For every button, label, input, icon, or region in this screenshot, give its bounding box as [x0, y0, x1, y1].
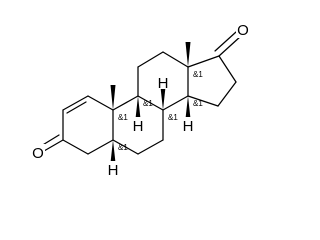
- stereo-label-c5: &1: [118, 143, 128, 152]
- steroid-structure: O O H H H H &1 &1 &1 &1 &1 &1: [31, 21, 250, 179]
- stereo-label-c9: &1: [143, 99, 153, 108]
- bond-c4-c5: [87, 139, 114, 155]
- wedge-c10-methyl: [110, 85, 116, 110]
- wedge-h9: [135, 96, 141, 117]
- bond-c12-c13: [162, 51, 189, 68]
- stereo-label-c14: &1: [193, 99, 203, 108]
- bond-c17-c16: [218, 55, 237, 83]
- bond-c6-c5: [112, 139, 139, 155]
- wedge-h14: [185, 96, 191, 117]
- bond-c17-o: [218, 35, 242, 57]
- bond-c15-c14: [187, 95, 219, 107]
- wedge-h5: [110, 140, 116, 161]
- bond-c1-c2: [62, 95, 89, 111]
- bond-c10-c1: [87, 95, 114, 111]
- stereo-label-c10: &1: [118, 113, 128, 122]
- wedge-c13-methyl: [185, 42, 191, 67]
- hydrogen-c5: H: [108, 162, 119, 179]
- bond-c11-c12: [137, 51, 164, 68]
- bond-c13-c17: [187, 55, 220, 68]
- wedge-h8: [160, 89, 166, 110]
- bond-c17-o-double: [214, 31, 237, 52]
- stereo-label-c13: &1: [193, 70, 203, 79]
- bond-c3-c4: [62, 139, 89, 155]
- bond-c7-c6: [137, 139, 164, 155]
- atom-o-c3: O: [32, 145, 44, 162]
- bond-c1-c2-double: [66, 101, 87, 114]
- stereo-label-c8: &1: [168, 113, 178, 122]
- bond-c16-c15: [217, 81, 237, 107]
- hydrogen-c8: H: [158, 75, 169, 92]
- bond-c3-o: [43, 139, 64, 152]
- hydrogen-c14: H: [183, 118, 194, 135]
- hydrogen-c9: H: [133, 118, 144, 135]
- atom-o-c17: O: [237, 22, 249, 39]
- bond-c10-c9: [112, 95, 139, 111]
- bond-c14-c8: [162, 95, 189, 111]
- bond-c9-c8: [137, 95, 164, 111]
